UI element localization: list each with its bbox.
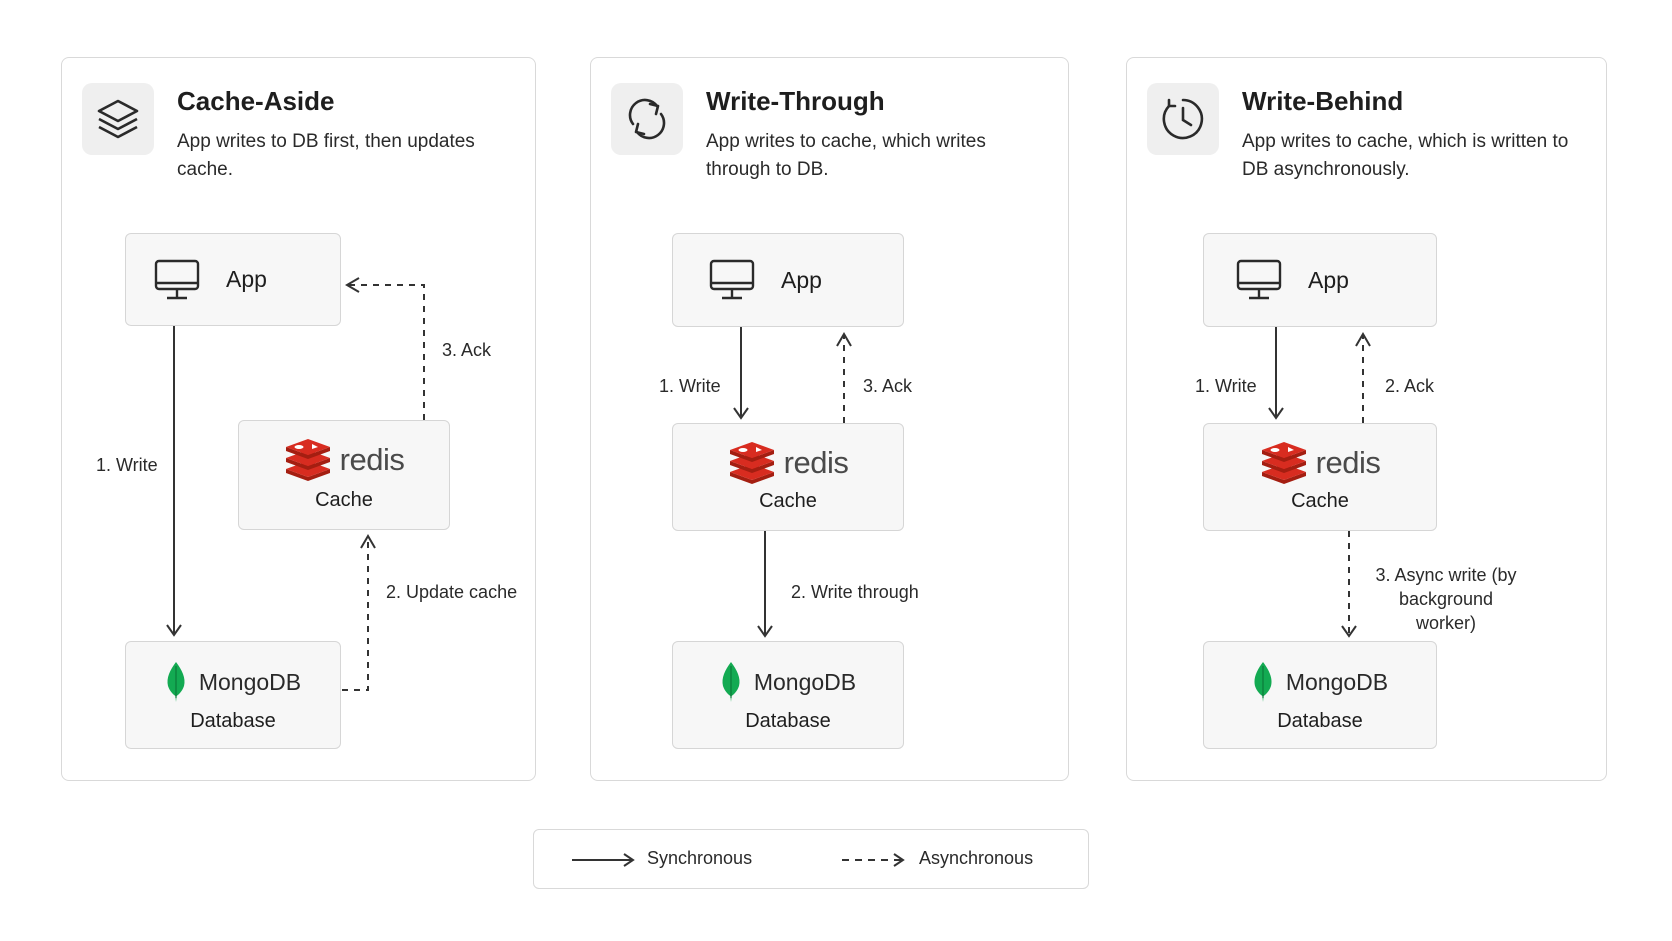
cache-label: Cache: [759, 490, 817, 512]
edge-label-write: 1. Write: [659, 376, 721, 396]
panel-write-behind: Write-Behind App writes to cache, which …: [1126, 57, 1607, 781]
edge-label-ack: 3. Ack: [442, 340, 492, 360]
mongodb-wordmark: MongoDB: [753, 668, 857, 695]
monitor-icon: [709, 259, 755, 300]
legend: Synchronous Asynchronous: [533, 829, 1089, 889]
mongodb-wordmark: MongoDB: [1285, 668, 1389, 695]
redis-logo-icon: [729, 442, 774, 484]
app-node: App: [1203, 233, 1437, 327]
panel-title: Write-Through: [706, 86, 885, 116]
redis-cache-node: redis Cache: [1203, 423, 1437, 531]
cache-label: Cache: [1291, 490, 1349, 512]
redis-logo-icon: [285, 439, 330, 481]
database-label: Database: [190, 710, 276, 732]
edge-label-ack: 3. Ack: [863, 376, 913, 396]
panel-description: App writes to DB first, then updates cac…: [177, 131, 475, 180]
redis-logo-icon: [1261, 442, 1306, 484]
edge-label-write: 1. Write: [1195, 376, 1257, 396]
edge-label-write: 1. Write: [96, 455, 158, 475]
redis-wordmark: redis: [783, 445, 849, 480]
mongodb-wordmark: MongoDB: [198, 668, 302, 695]
app-label: App: [781, 266, 822, 293]
legend-async-label: Asynchronous: [919, 848, 1034, 868]
panel-description: App writes to cache, which is written to…: [1242, 131, 1569, 180]
panel-cache-aside: Cache-Aside App writes to DB first, then…: [61, 57, 536, 781]
database-label: Database: [745, 710, 831, 732]
app-label: App: [226, 266, 267, 292]
legend-sync-label: Synchronous: [647, 848, 753, 868]
panel-title: Cache-Aside: [177, 86, 335, 116]
panel-title: Write-Behind: [1242, 86, 1404, 116]
redis-cache-node: redis Cache: [238, 420, 450, 530]
edge-label-update-cache: 2. Update cache: [386, 582, 518, 602]
monitor-icon: [154, 259, 200, 299]
redis-cache-node: redis Cache: [672, 423, 904, 531]
mongodb-leaf-icon: [1254, 662, 1272, 702]
layers-icon: [82, 83, 154, 155]
panel-description: App writes to cache, which writes throug…: [706, 131, 986, 180]
app-node: App: [125, 233, 341, 326]
database-label: Database: [1277, 710, 1363, 732]
mongodb-leaf-icon: [167, 662, 185, 702]
cache-label: Cache: [315, 489, 373, 511]
app-node: App: [672, 233, 904, 327]
panel-write-through: Write-Through App writes to cache, which…: [590, 57, 1069, 781]
mongodb-node: MongoDB Database: [1203, 641, 1437, 749]
redis-wordmark: redis: [339, 442, 405, 477]
mongodb-node: MongoDB Database: [125, 641, 341, 749]
app-label: App: [1308, 266, 1349, 293]
refresh-icon: [611, 83, 683, 155]
monitor-icon: [1236, 259, 1282, 300]
mongodb-leaf-icon: [722, 662, 740, 702]
mongodb-node: MongoDB Database: [672, 641, 904, 749]
redis-wordmark: redis: [1315, 445, 1381, 480]
edge-label-write-through: 2. Write through: [791, 582, 919, 602]
edge-label-async-write: 3. Async write (by background worker): [1375, 565, 1517, 633]
legend-async-arrow: [842, 853, 905, 867]
legend-sync-arrow: [572, 853, 635, 867]
edge-label-ack: 2. Ack: [1385, 376, 1435, 396]
clock-icon: [1147, 83, 1219, 155]
